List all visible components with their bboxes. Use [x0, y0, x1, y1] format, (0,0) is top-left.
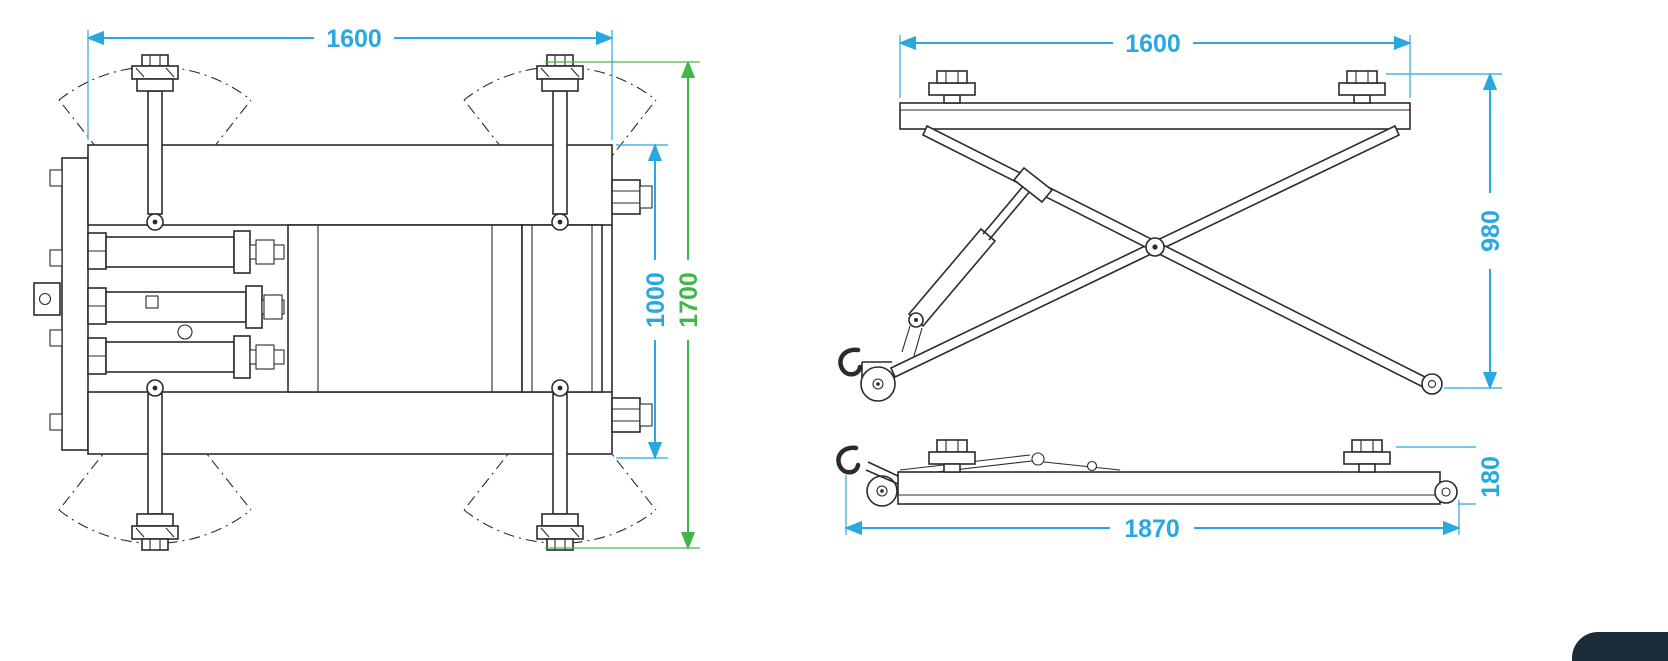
lift-pad — [131, 65, 179, 80]
swing-arm-top-right — [536, 54, 584, 231]
pad-raised-left — [928, 70, 976, 104]
dim-min-height-180: 180 — [1396, 445, 1505, 509]
hydraulic-cylinder-3 — [87, 335, 285, 379]
corner-card — [1572, 632, 1668, 661]
left-end-plate — [61, 157, 89, 451]
handle-hook-lowered — [836, 445, 861, 475]
scissor-arm-front — [921, 124, 1431, 390]
dim-label: 1700 — [675, 272, 703, 328]
center-box — [287, 224, 523, 393]
hinge-cap-bottom — [611, 397, 653, 433]
dim-side-width-1600: 1600 — [898, 29, 1412, 98]
lowered-body — [897, 471, 1441, 505]
dim-lift-height-980: 980 — [1386, 72, 1505, 390]
dim-label: 1870 — [1124, 515, 1180, 543]
tow-hole — [38, 292, 52, 306]
pad-lowered-right — [1343, 439, 1391, 473]
tow-tab — [33, 282, 61, 316]
pad-raised-right — [1338, 70, 1386, 104]
dim-label: 980 — [1477, 210, 1505, 252]
shackle — [177, 324, 193, 340]
top-rail — [87, 144, 613, 226]
side-view-raised: 1600 980 — [838, 29, 1505, 402]
dim-label: 1600 — [1125, 30, 1181, 58]
dim-overall-length-1870: 1870 — [844, 475, 1461, 543]
rear-roller — [1421, 373, 1443, 395]
swing-arm-top-left — [131, 54, 179, 231]
lift-pad — [131, 525, 179, 540]
dim-top-inner-1000: 1000 — [616, 143, 670, 460]
dim-label: 1000 — [642, 272, 670, 328]
hinge-cap-top — [611, 179, 653, 215]
lift-pad — [536, 65, 584, 80]
side-view-lowered: 180 1870 — [836, 439, 1505, 543]
dim-top-width-1600: 1600 — [86, 24, 614, 140]
pad-lowered-left — [928, 439, 976, 473]
rear-roller-lowered — [1434, 480, 1458, 504]
hydraulic-cylinder-2 — [87, 285, 285, 340]
right-column — [521, 224, 603, 393]
swing-arm-bottom-right — [536, 379, 584, 551]
lift-pad — [536, 525, 584, 540]
front-wheel-lowered — [866, 475, 898, 507]
dim-label: 180 — [1477, 456, 1505, 498]
lift-cylinder — [901, 166, 1054, 357]
arm — [147, 90, 163, 215]
front-wheel — [860, 361, 896, 402]
bottom-rail — [87, 391, 613, 455]
swing-arm-bottom-left — [131, 379, 179, 551]
dim-label: 1600 — [326, 25, 382, 53]
cylinder-bracket — [1012, 166, 1054, 204]
handle-hook — [838, 347, 863, 377]
top-view: 1600 1000 1700 — [33, 24, 703, 551]
arm — [552, 393, 568, 515]
scissor-arm-rear — [889, 124, 1401, 379]
arm — [552, 90, 568, 215]
platform — [899, 102, 1411, 130]
lift-frame — [33, 144, 653, 455]
arm — [147, 393, 163, 515]
dim-top-overall-1700: 1700 — [545, 60, 703, 550]
hydraulic-cylinder-1 — [87, 230, 285, 274]
